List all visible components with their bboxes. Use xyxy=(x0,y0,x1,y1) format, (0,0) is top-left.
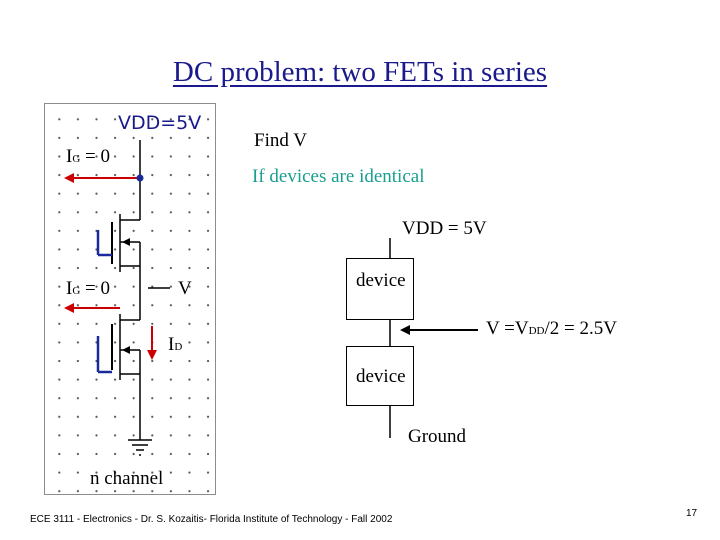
gate-current-top-label: IG = 0 xyxy=(66,146,110,168)
find-v-note: Find V xyxy=(254,130,307,151)
ground-symbol-icon xyxy=(128,439,152,456)
drain-current-label: ID xyxy=(168,334,182,356)
drain-current-arrow-icon xyxy=(147,326,157,360)
device-bottom-label: device xyxy=(356,366,406,387)
page-number: 17 xyxy=(686,508,698,519)
schematic-panel xyxy=(44,103,216,495)
node-voltage-label: V xyxy=(178,278,192,299)
result-suffix: /2 = 2.5V xyxy=(544,318,617,339)
device-top-label: device xyxy=(356,270,406,291)
result-subscript: DD xyxy=(528,325,545,337)
vdd-value-label: VDD = 5V xyxy=(402,218,487,239)
device-bottom-box xyxy=(346,346,414,406)
vdd-label: VDD=5V xyxy=(118,112,202,134)
gate-current-arrow-bottom-icon xyxy=(64,303,120,313)
id-subscript: D xyxy=(174,341,183,353)
identical-note: If devices are identical xyxy=(252,166,425,187)
slide-title: DC problem: two FETs in series xyxy=(172,56,548,88)
supply-wire xyxy=(389,238,391,438)
result-arrow-icon xyxy=(400,325,478,335)
gate-current-bottom-label: IG = 0 xyxy=(66,278,110,300)
id-letter: I xyxy=(168,334,175,355)
result-prefix: V =V xyxy=(486,318,529,339)
slide-footer: ECE 3111 - Electronics - Dr. S. Kozaitis… xyxy=(30,514,393,525)
device-top-box xyxy=(346,258,414,320)
ground-label: Ground xyxy=(408,426,467,447)
ig-rest: = 0 xyxy=(80,146,110,167)
ig-subscript: G xyxy=(72,285,81,297)
gate-current-arrow-top-icon xyxy=(64,173,144,183)
ig-letter: I xyxy=(66,146,73,167)
ig-subscript: G xyxy=(72,153,81,165)
n-channel-caption: n channel xyxy=(90,468,164,489)
ig-letter: I xyxy=(66,278,73,299)
result-voltage-label: V =VDD/2 = 2.5V xyxy=(486,318,617,340)
ig-rest: = 0 xyxy=(80,278,110,299)
